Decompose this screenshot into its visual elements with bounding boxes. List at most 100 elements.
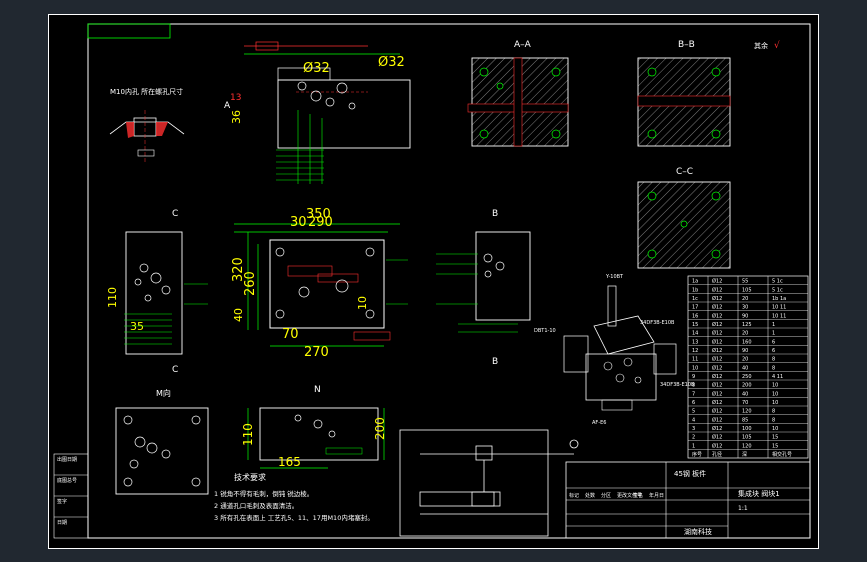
table-cell: 105 <box>742 435 752 441</box>
table-cell: 10 11 <box>772 305 786 311</box>
table-cell: Ø12 <box>712 416 722 423</box>
dim-d32-a: Ø32 <box>303 61 330 76</box>
dim-110-c: 110 <box>106 287 119 308</box>
table-cell: Ø12 <box>712 364 722 371</box>
table-cell: 14 <box>692 331 698 337</box>
table-cell: 85 <box>742 417 748 423</box>
detail-label: M10内孔 所在螺孔尺寸 <box>110 87 183 96</box>
table-cell: 4 11 <box>772 374 783 380</box>
strip-label-2: 底图总号 <box>57 477 77 484</box>
table-cell: 8 <box>772 365 775 371</box>
table-cell: 8 <box>772 417 775 423</box>
table-cell: 11 <box>692 357 698 363</box>
dim-30: 30 <box>290 215 307 230</box>
table-cell: 17 <box>692 305 698 311</box>
title-cell: 签名 <box>633 492 643 499</box>
table-cell: 深 <box>742 451 747 458</box>
title-cell: 标记 <box>569 492 579 499</box>
table-cell: Ø12 <box>712 434 722 441</box>
table-cell: 相交孔号 <box>772 451 792 458</box>
table-cell: 5 1c <box>772 279 783 285</box>
marker-13: 13 <box>230 93 241 103</box>
table-cell: Ø12 <box>712 347 722 354</box>
view-a-label: A <box>224 101 231 111</box>
corner-box <box>87 23 171 39</box>
view-c-label-2: C <box>172 365 178 375</box>
assembly-view: Y-10BT 34DF3B-E10B DBT1-10 34DF3B-E10B A… <box>534 274 695 426</box>
table-cell: Ø12 <box>712 304 722 311</box>
table-cell: 120 <box>742 409 752 415</box>
table-cell: 1 <box>772 331 775 337</box>
front-view-body <box>269 239 385 329</box>
table-cell: 70 <box>742 400 748 406</box>
table-cell: 2 <box>692 435 695 441</box>
tech-note-2: 2 通道孔口毛刺及表面清洁。 <box>214 501 298 510</box>
table-cell: 10 <box>772 426 778 432</box>
table-cell: 1c <box>692 296 698 302</box>
inner-frame <box>87 23 811 539</box>
table-cell: 10 <box>692 365 698 371</box>
tech-notes: 技术要求 1 锐角不得有毛刺，倒钝 锐边棱。 2 通道孔口毛刺及表面清洁。 3 … <box>214 472 374 522</box>
section-cc: C–C <box>637 167 731 269</box>
dim-260: 260 <box>243 271 258 296</box>
table-cell: Ø12 <box>712 373 722 380</box>
section-aa: A–A <box>467 40 569 147</box>
table-cell: 40 <box>742 391 748 397</box>
table-cell: 1b 1a <box>772 296 786 302</box>
table-cell: 15 <box>772 435 778 441</box>
table-cell: 15 <box>772 443 778 449</box>
left-strip: 出图日期 底图总号 签字 日期 <box>53 453 89 539</box>
roughness-symbol: √ <box>774 40 780 51</box>
dim-10: 10 <box>356 296 369 310</box>
view-m: M向 <box>115 388 209 495</box>
table-cell: 10 <box>772 391 778 397</box>
section-bb: B–B 其余 √ <box>637 40 780 147</box>
outer-frame <box>48 14 819 549</box>
dim-350: 350 <box>306 207 331 222</box>
table-cell: 3 <box>692 426 695 432</box>
view-n-label: N <box>314 385 321 395</box>
table-cell: Ø12 <box>712 425 722 432</box>
section-bb-label: B–B <box>678 40 695 50</box>
section-cc-label: C–C <box>676 167 693 177</box>
assy-label-a: 34DF3B-E10B <box>640 320 675 326</box>
title-scale: 1:1 <box>738 505 748 512</box>
dim-d32-b: Ø32 <box>378 55 405 70</box>
table-cell: 90 <box>742 348 748 354</box>
table-cell: 250 <box>742 374 752 380</box>
table-cell: 8 <box>772 357 775 363</box>
dim-165: 165 <box>278 455 301 469</box>
table-cell: Ø12 <box>712 278 722 285</box>
table-cell: 16 <box>692 313 698 319</box>
table-cell: 4 <box>692 417 695 423</box>
view-b-label: B <box>492 209 498 219</box>
table-cell: 5 1c <box>772 287 783 293</box>
table-cell: 9 <box>692 374 695 380</box>
table-cell: Ø12 <box>712 286 722 293</box>
table-cell: 8 <box>692 383 695 389</box>
table-cell: 160 <box>742 339 752 345</box>
title-part-name: 集成块 阀块1 <box>738 489 780 498</box>
table-cell: 105 <box>742 287 752 293</box>
table-cell: 10 <box>772 383 778 389</box>
table-cell: 13 <box>692 339 698 345</box>
view-c-label: C <box>172 209 178 219</box>
view-b-label-2: B <box>492 357 498 367</box>
table-cell: Ø12 <box>712 338 722 345</box>
assy-label-d: AF-E6 <box>592 420 606 426</box>
title-cell: 更改文件号 <box>617 492 642 499</box>
assy-label-top: Y-10BT <box>605 274 624 280</box>
table-cell: Ø12 <box>712 408 722 415</box>
table-cell: 序号 <box>692 451 702 458</box>
dim-320: 320 <box>231 257 246 282</box>
assy-label-b: 34DF3B-E10B <box>660 382 695 388</box>
table-cell: 孔径 <box>712 451 722 458</box>
table-cell: Ø12 <box>712 295 722 302</box>
view-b: B B <box>436 209 531 367</box>
strip-label-3: 签字 <box>57 498 67 505</box>
front-view: 350 30 290 320 260 40 270 70 10 <box>231 207 408 360</box>
tech-note-3: 3 所有孔在表面上 工艺孔5、11、17用M10内堵塞封。 <box>214 513 374 522</box>
tech-title: 技术要求 <box>234 472 266 482</box>
table-cell: Ø12 <box>712 330 722 337</box>
